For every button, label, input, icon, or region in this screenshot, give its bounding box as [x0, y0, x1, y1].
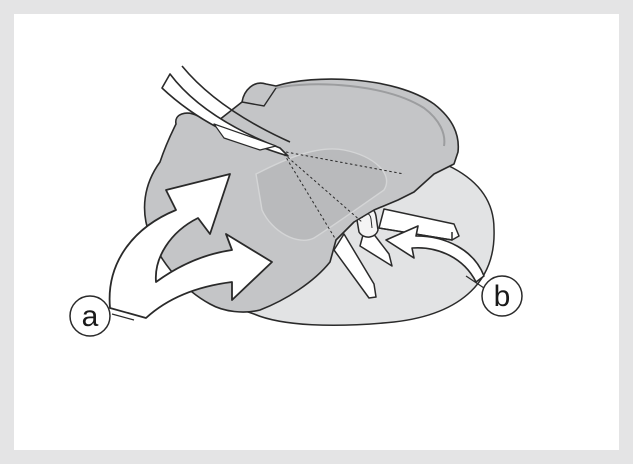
figure-panel: a b	[14, 14, 619, 450]
callout-a: a	[70, 296, 110, 336]
mower-cover-diagram: a b	[14, 14, 619, 450]
callout-b: b	[482, 276, 522, 316]
callout-a-label: a	[82, 300, 99, 333]
callout-a-leader	[112, 314, 134, 320]
callout-b-label: b	[494, 280, 511, 313]
